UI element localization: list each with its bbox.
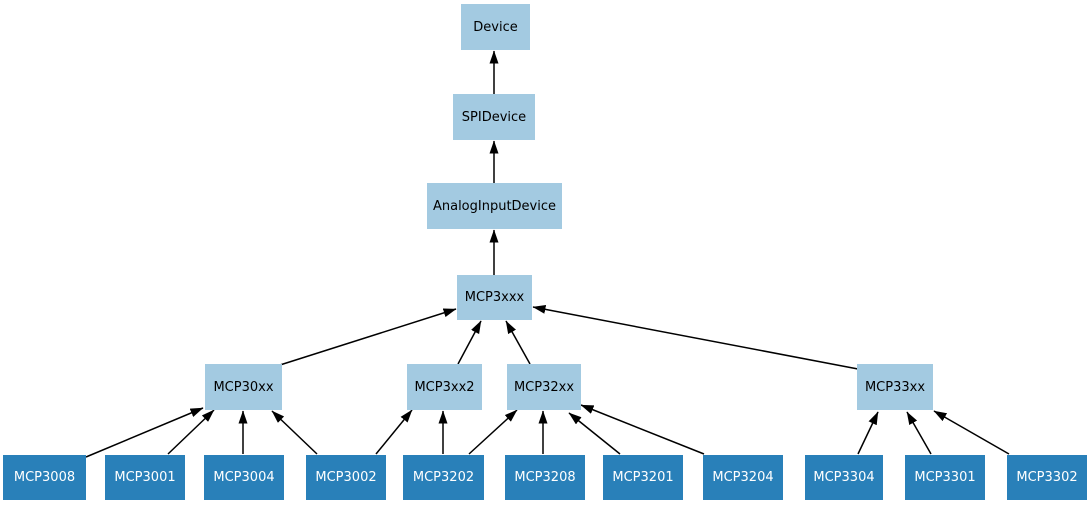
- node-mcp33xx[interactable]: MCP33xx: [857, 364, 933, 410]
- edge-mcp3304-to-mcp33xx: [857, 411, 879, 455]
- edge-mcp3008-to-mcp30xx: [85, 407, 204, 458]
- node-mcp32xx[interactable]: MCP32xx: [507, 364, 581, 410]
- node-mcp3302[interactable]: MCP3302: [1007, 455, 1087, 500]
- edge-mcp3204-to-mcp32xx: [580, 404, 705, 455]
- edge-mcp3002-to-mcp3xx2: [375, 409, 413, 455]
- node-device[interactable]: Device: [461, 4, 530, 50]
- node-mcp3xx2[interactable]: MCP3xx2: [407, 364, 482, 410]
- node-mcp3004[interactable]: MCP3004: [204, 455, 284, 500]
- node-spidevice[interactable]: SPIDevice: [453, 94, 535, 140]
- node-mcp3202[interactable]: MCP3202: [403, 455, 484, 500]
- node-mcp3002[interactable]: MCP3002: [306, 455, 386, 500]
- edge-mcp3001-to-mcp30xx: [167, 409, 215, 455]
- edge-mcp33xx-to-mcp3xxx: [532, 304, 859, 370]
- edge-mcp3201-to-mcp32xx: [568, 412, 621, 455]
- edge-mcp3202-to-mcp32xx: [468, 409, 518, 455]
- edge-mcp3301-to-mcp33xx: [906, 411, 932, 455]
- node-mcp3001[interactable]: MCP3001: [105, 455, 185, 500]
- edge-mcp3xx2-to-mcp3xxx: [457, 320, 482, 365]
- edge-mcp3302-to-mcp33xx: [933, 410, 1010, 455]
- edge-mcp30xx-to-mcp3xxx: [279, 308, 457, 366]
- node-mcp3008[interactable]: MCP3008: [3, 455, 86, 500]
- edge-mcp3002-to-mcp30xx: [271, 410, 318, 455]
- node-mcp3304[interactable]: MCP3304: [805, 455, 883, 500]
- node-analoginputdevice[interactable]: AnalogInputDevice: [427, 183, 562, 229]
- node-mcp3201[interactable]: MCP3201: [603, 455, 683, 500]
- node-mcp3208[interactable]: MCP3208: [505, 455, 585, 500]
- node-mcp3204[interactable]: MCP3204: [703, 455, 783, 500]
- edge-mcp32xx-to-mcp3xxx: [505, 320, 531, 365]
- node-mcp3xxx[interactable]: MCP3xxx: [457, 275, 532, 320]
- node-mcp3301[interactable]: MCP3301: [905, 455, 985, 500]
- node-mcp30xx[interactable]: MCP30xx: [205, 364, 282, 410]
